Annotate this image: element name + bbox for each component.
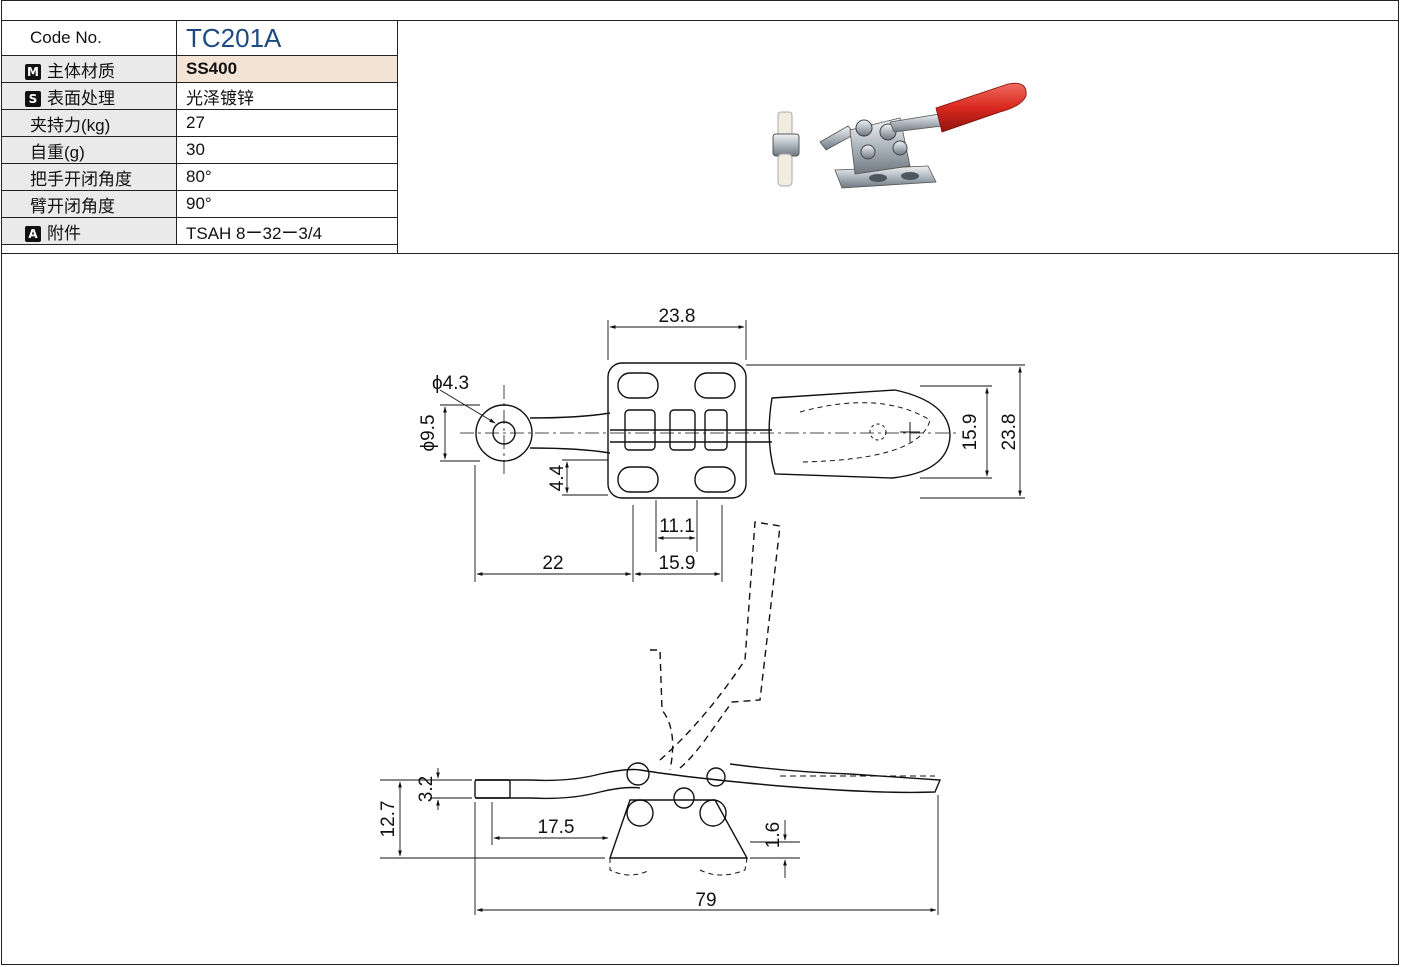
accessory-label: 附件 (47, 223, 81, 243)
spec-table: Code No. TC201A M 主体材质 SS400 S 表面处理 光泽镀锌 夹… (1, 20, 398, 245)
dim-overall-height: 23.8 (999, 414, 1020, 451)
dim-spindle-dia: ϕ9.5 (418, 414, 439, 451)
spec-row-code: Code No. TC201A (1, 20, 398, 56)
dimension-labels: 23.8 ϕ4.3 ϕ9.5 15.9 23.8 4.4 11.1 22 15.… (378, 306, 1020, 911)
handle-shank-shape (889, 113, 943, 133)
dim-overall-length: 79 (695, 890, 716, 911)
code-label: Code No. (1, 20, 177, 56)
surface-badge-icon: S (25, 90, 41, 107)
handle-angle-value: 80° (176, 163, 398, 191)
material-badge-icon: M (25, 63, 41, 80)
dim-slot-offset: 4.4 (547, 464, 568, 491)
weight-value: 30 (176, 136, 398, 164)
spindle-nut-icon (772, 133, 800, 157)
dim-height-total: 12.7 (378, 801, 399, 838)
spec-row-arm-angle: 臂开闭角度 90° (1, 190, 398, 218)
arm-angle-label: 臂开闭角度 (1, 190, 177, 218)
dim-spindle-reach: 22 (542, 553, 563, 574)
handle-angle-label: 把手开闭角度 (1, 163, 177, 191)
spec-row-accessory: A 附件 TSAH 8ー32ー3/4 (1, 217, 398, 245)
spec-row-material: M 主体材质 SS400 (1, 55, 398, 83)
accessory-value: TSAH 8ー32ー3/4 (176, 217, 398, 245)
surface-label: 表面处理 (47, 88, 115, 108)
top-rule (1, 20, 1399, 21)
weight-label: 自重(g) (1, 136, 177, 164)
arm-shape (819, 125, 856, 151)
material-label: 主体材质 (47, 61, 115, 81)
dimension-lines (380, 320, 1025, 915)
surface-value: 光泽镀锌 (176, 82, 398, 110)
clamp-force-value: 27 (176, 109, 398, 137)
technical-drawing: 23.8 ϕ4.3 ϕ9.5 15.9 23.8 4.4 11.1 22 15.… (378, 306, 1025, 915)
dim-base-thickness: 1.6 (763, 822, 784, 848)
dim-arm-to-base: 17.5 (538, 817, 575, 838)
spindle-foot-icon (777, 153, 793, 187)
arm-angle-value: 90° (176, 190, 398, 218)
centerlines (460, 385, 960, 475)
spec-row-handle-angle: 把手开闭角度 80° (1, 163, 398, 191)
spec-row-weight: 自重(g) 30 (1, 136, 398, 164)
dim-hole-dia: ϕ4.3 (432, 373, 469, 394)
dim-height-arm: 3.2 (416, 776, 437, 802)
material-value: SS400 (176, 55, 398, 83)
accessory-badge-icon: A (25, 225, 41, 242)
dim-hole-spacing-outer: 15.9 (659, 553, 696, 574)
dim-hole-spacing-inner: 11.1 (659, 516, 695, 537)
side-view (474, 521, 942, 876)
spec-row-surface: S 表面处理 光泽镀锌 (1, 82, 398, 110)
spec-row-clamp-force: 夹持力(kg) 27 (1, 109, 398, 137)
section-rule (1, 253, 1399, 254)
red-grip-icon (935, 82, 1027, 133)
code-value: TC201A (176, 20, 398, 56)
dim-handle-width: 15.9 (960, 414, 981, 451)
table-separator (397, 20, 398, 253)
clamp-force-label: 夹持力(kg) (1, 109, 177, 137)
product-photo (772, 82, 1027, 189)
dim-base-width: 23.8 (659, 306, 696, 327)
